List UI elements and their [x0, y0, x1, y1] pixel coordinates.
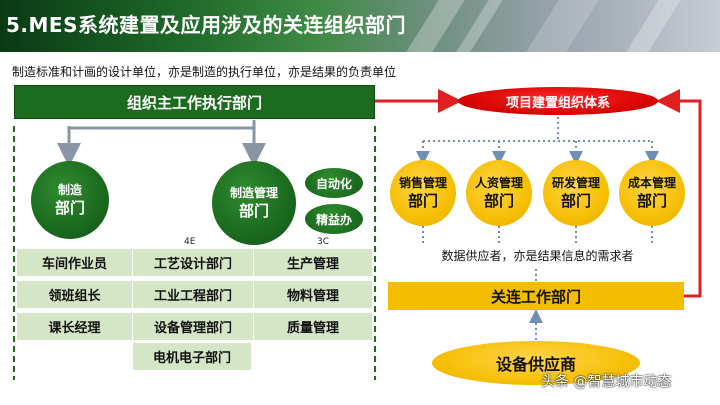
- cell-col2-1: 工业工程部门: [133, 281, 253, 308]
- data-provider-note: 数据供应者，亦是结果信息的需求者: [441, 249, 634, 263]
- cost-dept-line2: 部门: [636, 192, 667, 210]
- tag-3c: 3C: [317, 237, 330, 247]
- supplier-oval: 设备供应商: [432, 341, 640, 385]
- sales-dept-circle: 销售管理 部门: [390, 160, 456, 226]
- cost-dept-circle: 成本管理 部门: [619, 160, 685, 226]
- arrow-related-to-project: [656, 89, 702, 298]
- manufacturing-line1: 制造: [57, 183, 82, 197]
- cell-col2-3: 电机电子部门: [133, 343, 251, 370]
- manufacturing-circle: 制造 部门: [31, 161, 109, 239]
- cell-col3-1: 物料管理: [254, 281, 372, 308]
- cost-dept-line1: 成本管理: [627, 176, 676, 190]
- subtitle-text: 制造标准和计画的设计单位，亦是制造的执行单位，亦是结果的负责单位: [12, 65, 397, 79]
- cell-col2-2: 设备管理部门: [133, 313, 253, 340]
- header-banner: [0, 0, 720, 52]
- mfg-management-line1: 制造管理: [229, 186, 278, 200]
- rd-dept-circle: 研发管理 部门: [543, 160, 609, 226]
- cell-col3-0: 生产管理: [254, 249, 372, 276]
- cell-col1-0: 车间作业员: [17, 249, 132, 276]
- automation-pill: 自动化: [305, 168, 363, 198]
- hr-dept-line2: 部门: [483, 192, 514, 210]
- cell-col1-1: 领班组长: [17, 281, 132, 308]
- tag-4e: 4E: [184, 237, 196, 247]
- mfg-management-circle: 制造管理 部门: [212, 161, 296, 245]
- sales-dept-line1: 销售管理: [398, 176, 447, 190]
- manufacturing-line2: 部门: [54, 199, 85, 217]
- lean-pill: 精益办: [305, 204, 363, 234]
- related-work-bar: 关连工作部门: [388, 282, 684, 310]
- cell-col1-2: 课长经理: [17, 313, 132, 340]
- rd-dept-line2: 部门: [560, 192, 591, 210]
- cell-col3-2: 质量管理: [254, 313, 372, 340]
- rd-dept-line1: 研发管理: [551, 176, 600, 190]
- project-org-oval: 项目建置组织体系: [458, 87, 658, 115]
- sales-dept-line2: 部门: [407, 192, 438, 210]
- watermark-text: 头条 @智慧城市动态: [541, 374, 672, 390]
- mfg-management-line2: 部门: [238, 202, 269, 220]
- page-title: 5.MES系统建置及应用涉及的关连组织部门: [6, 13, 406, 37]
- hr-dept-line1: 人资管理: [474, 176, 523, 190]
- hr-dept-circle: 人资管理 部门: [466, 160, 532, 226]
- main-dept-bar: 组织主工作执行部门: [14, 85, 375, 119]
- cell-col2-0: 工艺设计部门: [133, 249, 253, 276]
